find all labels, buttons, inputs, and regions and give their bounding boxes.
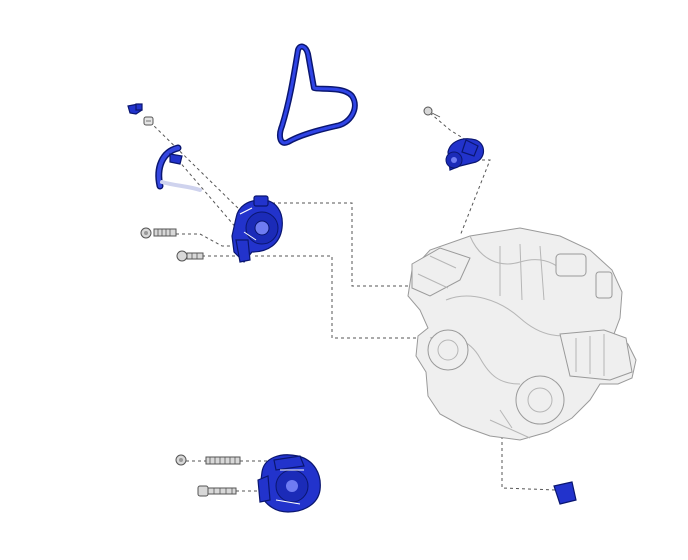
leader-bolt1-to-pump <box>176 233 238 247</box>
cap-icon <box>143 116 154 126</box>
hose-clamp-icon <box>127 103 143 115</box>
bolt-icon <box>423 106 441 118</box>
leader-engine-to-cap <box>501 430 557 491</box>
leader-clip-to-pump <box>149 121 246 216</box>
bolt-icon <box>153 228 177 237</box>
belt-tensioner-icon <box>445 138 485 171</box>
leader-pump-to-engine-upper <box>272 202 412 287</box>
leader-pump-to-engine-lower <box>255 255 420 339</box>
alternator-icon <box>257 454 321 513</box>
leader-hose-to-pump <box>177 159 239 231</box>
leader-tensioner-to-engine <box>459 159 491 237</box>
engine-assembly-icon <box>407 227 637 441</box>
drive-belt-icon <box>277 43 358 146</box>
nut-icon <box>175 454 187 466</box>
bolt-icon <box>197 485 237 497</box>
bolt-icon <box>176 250 204 262</box>
bolt-icon <box>205 456 241 465</box>
nut-icon <box>140 227 152 239</box>
hose-icon <box>155 144 202 192</box>
water-pump-icon <box>231 195 283 263</box>
leader-tensioner-bolt <box>429 112 467 141</box>
cap-icon <box>553 481 577 505</box>
